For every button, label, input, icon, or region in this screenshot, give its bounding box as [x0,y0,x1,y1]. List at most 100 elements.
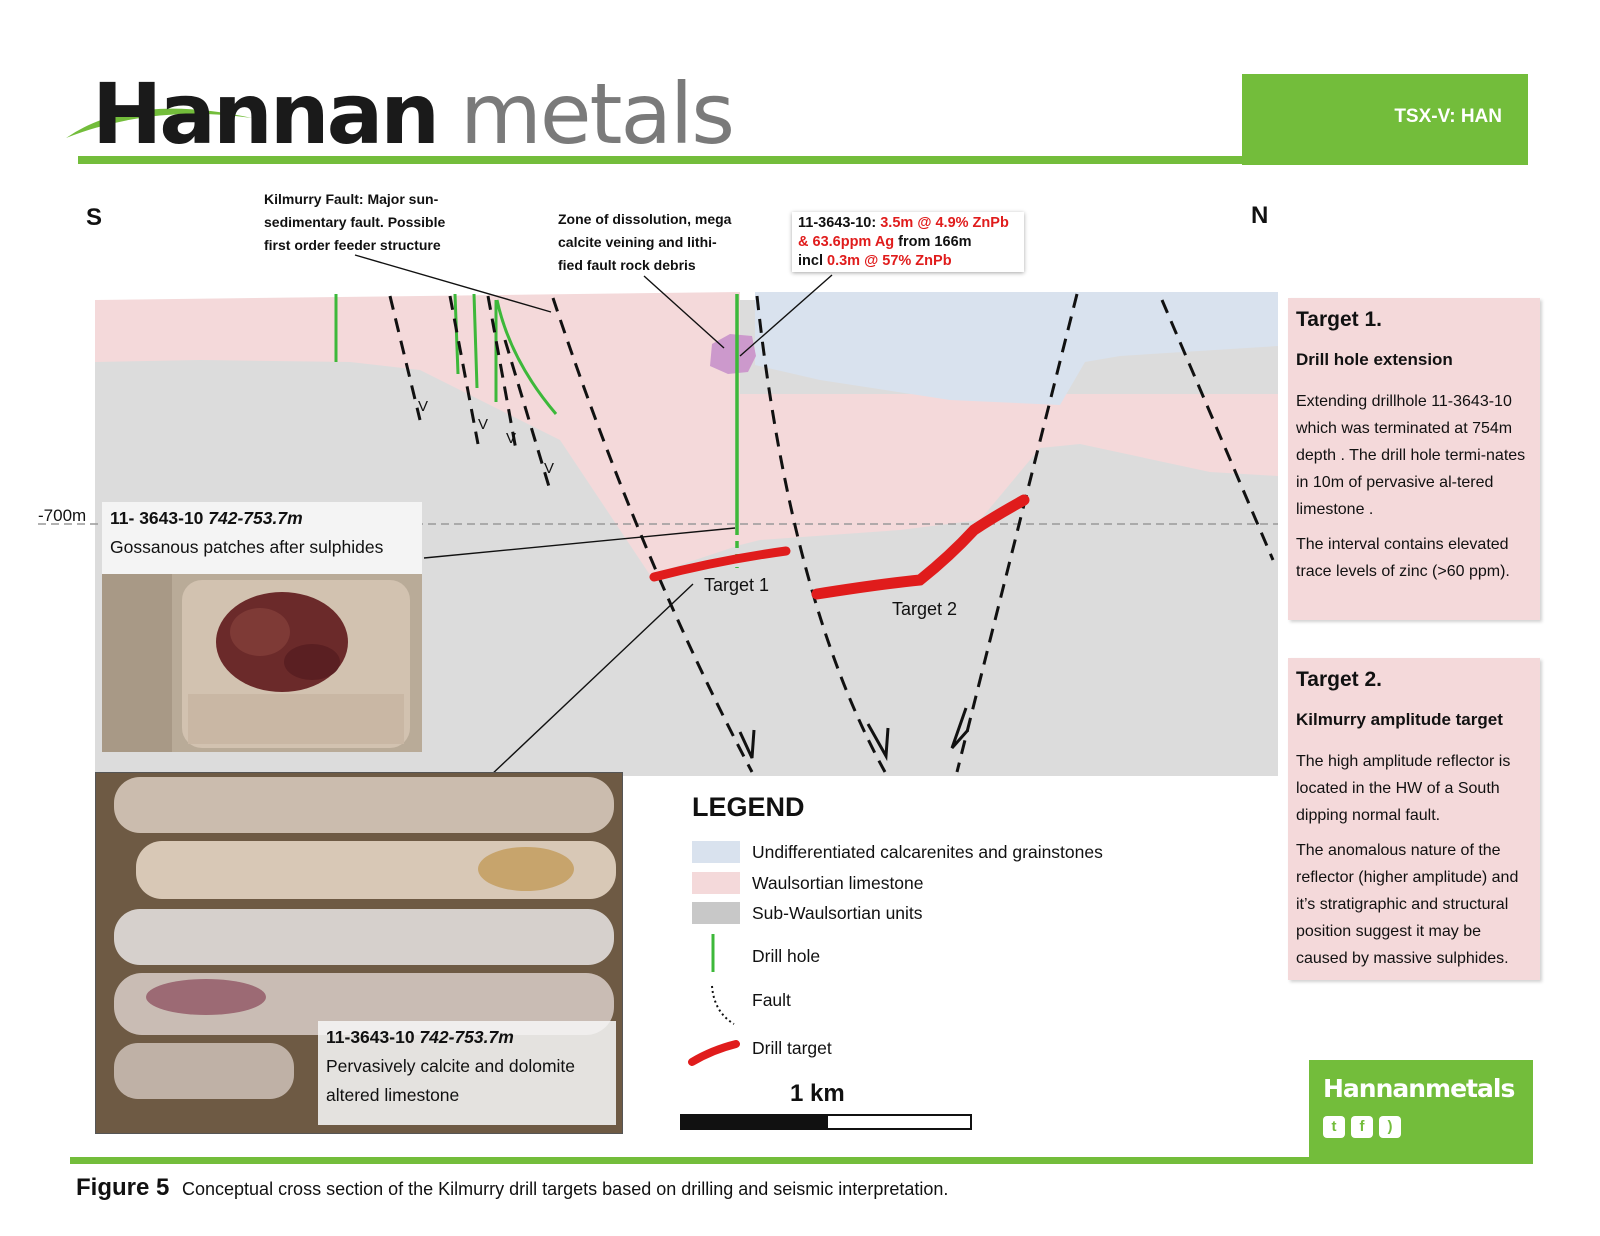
twitter-icon[interactable]: t [1323,1116,1345,1138]
logo-swoosh-icon [66,108,252,138]
legend-swatch-calcarenites [692,841,740,863]
leader-dissolution-note [643,275,725,349]
hannan-metals-logo: Hannan metals [62,64,742,164]
dissolution-line2: calcite veining and lithi- [558,234,717,250]
legend-label-drill-target: Drill target [752,1038,832,1058]
target-2-info-box: Target 2. Kilmurry amplitude target The … [1288,658,1540,980]
core-box-photo-panel: 11-3643-10 742-753.7m Pervasively calcit… [95,772,623,1134]
fault-2 [448,295,480,445]
result-silver: & 63.6ppm Ag [798,234,895,250]
core-photo-depth: 742-753.7m [419,1027,514,1047]
fault-4 [503,339,552,491]
facebook-icon[interactable]: f [1351,1116,1373,1138]
scale-bar-label: 1 km [790,1080,845,1107]
target-2-subtitle: Kilmurry amplitude target [1296,710,1503,729]
fault-6 [755,295,887,773]
calcarenite-layer [755,292,1278,405]
gossan-photo-panel: 11- 3643-10 742-753.7m Gossanous patches… [102,502,422,752]
drill-hole-3 [472,293,479,389]
figure-caption: Conceptual cross section of the Kilmurry… [182,1179,949,1199]
legend-drill-target-icon [688,1040,740,1066]
core-photo-desc-1: Pervasively calcite and dolomite [326,1056,576,1076]
target-1-label: Target 1 [704,575,770,595]
target-1-title: Target 1. [1296,308,1382,331]
fault-tick-2: V [478,416,489,433]
fault-annotation-line1: Kilmurry Fault: Major sun- [264,191,439,207]
fault-arrow-2 [866,723,890,762]
fault-arrow-3 [950,707,970,749]
target-2-text-1: The high amplitude reflector is located … [1296,753,1511,824]
scale-bar [680,1114,972,1130]
legend-drill-hole-icon [711,934,715,972]
legend-label-fault: Fault [752,990,791,1010]
gossan-core-photo [102,574,422,752]
dissolution-line3: fied fault rock debris [558,257,696,273]
core-photo-id: 11-3643-10 [326,1027,420,1047]
result-high-grade: 0.3m @ 57% ZnPb [827,253,952,269]
legend-fault-icon [711,985,735,1025]
result-intercept: 3.5m @ 4.9% ZnPb [880,215,1009,231]
figure-label: Figure 5 [76,1174,170,1201]
ticker-box: TSX-V: HAN [1242,74,1528,165]
core-box-photo-caption: 11-3643-10 742-753.7m Pervasively calcit… [318,1021,616,1125]
fault-annotation: Kilmurry Fault: Major sun- sedimentary f… [264,188,445,257]
target-2-title: Target 2. [1296,668,1382,691]
fault-kilmurry [551,297,754,773]
legend-title: LEGEND [692,792,805,822]
legend-label-drill-hole: Drill hole [752,946,821,966]
legend-label-sub-waulsortian: Sub-Waulsortian units [752,903,923,923]
depth-label: -700m [38,506,87,525]
gossan-photo-caption: 11- 3643-10 742-753.7m Gossanous patches… [102,502,422,574]
fault-annotation-line2: sedimentary fault. Possible [264,214,446,230]
target-2-label: Target 2 [892,599,958,619]
fault-arrow-1 [738,729,756,759]
leader-top-photo [423,527,736,559]
target-1-subtitle: Drill hole extension [1296,350,1453,369]
compass-north: N [1251,202,1269,229]
fault-3 [486,295,518,451]
dissolution-line1: Zone of dissolution, mega [558,211,732,227]
leader-bottom-photo [489,583,694,777]
gossan-photo-depth: 742-753.7m [208,508,303,528]
footer-logo: Hannanmetals [1323,1074,1515,1103]
fault-7 [955,293,1079,773]
target-1-text-1: Extending drillhole 11-3643-10 which was… [1296,393,1526,518]
ticker-label: TSX-V: HAN [1394,106,1502,127]
drill-result-box: 11-3643-10: 3.5m @ 4.9% ZnPb & 63.6ppm A… [792,212,1024,272]
fault-tick-1: V [418,398,429,415]
compass-south: S [86,204,103,231]
fault-tick-3: V [506,430,517,447]
drill-hole-5 [495,299,558,415]
gossan-photo-desc: Gossanous patches after sulphides [110,537,384,557]
target-1-info-box: Target 1. Drill hole extension Extending… [1288,298,1540,620]
logo-word-metals: metals [460,65,735,163]
fault-annotation-line3: first order feeder structure [264,237,441,253]
waulsortian-layer [95,292,1278,575]
header-rule [78,156,1242,164]
result-depth: from 166m [894,234,972,250]
result-hole-id: 11-3643-10: [798,215,881,231]
core-photo-desc-2: altered limestone [326,1085,460,1105]
drill-hole-2 [453,293,460,375]
dissolution-annotation: Zone of dissolution, mega calcite veinin… [558,208,731,277]
legend-swatch-sub-waulsortian [692,902,740,924]
legend-swatch-waulsortian [692,872,740,894]
leader-fault-note [354,254,552,313]
target-1-text-2: The interval contains elevated trace lev… [1296,536,1510,580]
gossan-photo-id: 11- 3643-10 [110,508,209,528]
footer-rule [70,1157,1533,1164]
drill-target-1 [649,546,791,582]
scale-bar-filled [682,1116,828,1128]
legend-label-calcarenites: Undifferentiated calcarenites and grains… [752,842,1103,862]
leader-result-box [739,274,833,357]
target-2-text-2: The anomalous nature of the reflector (h… [1296,842,1519,967]
dissolution-zone [710,334,756,374]
drill-target-2 [811,494,1030,600]
fault-8 [1160,299,1275,561]
fault-tick-4: V [544,460,555,477]
result-incl: incl [798,253,828,269]
legend-label-waulsortian: Waulsortian limestone [752,873,924,893]
rss-icon[interactable]: ) [1379,1116,1401,1138]
